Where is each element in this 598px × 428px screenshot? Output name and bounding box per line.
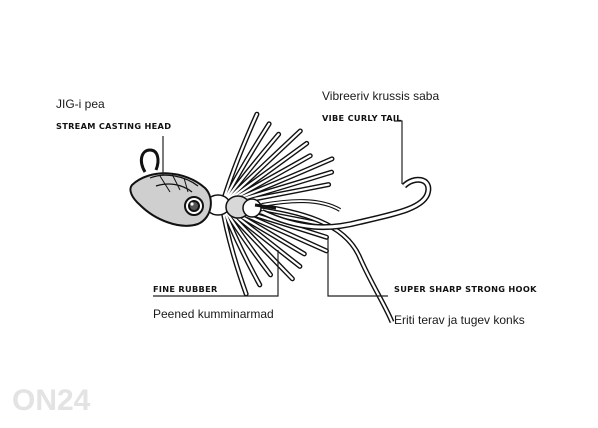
leader-lines bbox=[153, 120, 403, 297]
label-jig-head-et: JIG-i pea bbox=[56, 97, 105, 111]
curly-tail bbox=[260, 176, 432, 231]
jig-head bbox=[129, 148, 212, 227]
hook bbox=[254, 202, 395, 323]
rubber-strand bbox=[220, 129, 302, 207]
label-tail-en: VIBE CURLY TAIL bbox=[322, 113, 402, 123]
label-hook-et: Eriti terav ja tugev konks bbox=[394, 313, 525, 327]
label-hook-en: SUPER SHARP STRONG HOOK bbox=[394, 284, 537, 294]
collar bbox=[205, 194, 277, 219]
label-rubber-en: FINE RUBBER bbox=[153, 284, 218, 294]
label-tail-et: Vibreeriv krussis saba bbox=[322, 89, 439, 103]
label-rubber-et: Peened kumminarmad bbox=[153, 307, 274, 321]
watermark-logo: ON24 bbox=[12, 384, 91, 417]
label-jig-head-en: STREAM CASTING HEAD bbox=[56, 121, 171, 131]
